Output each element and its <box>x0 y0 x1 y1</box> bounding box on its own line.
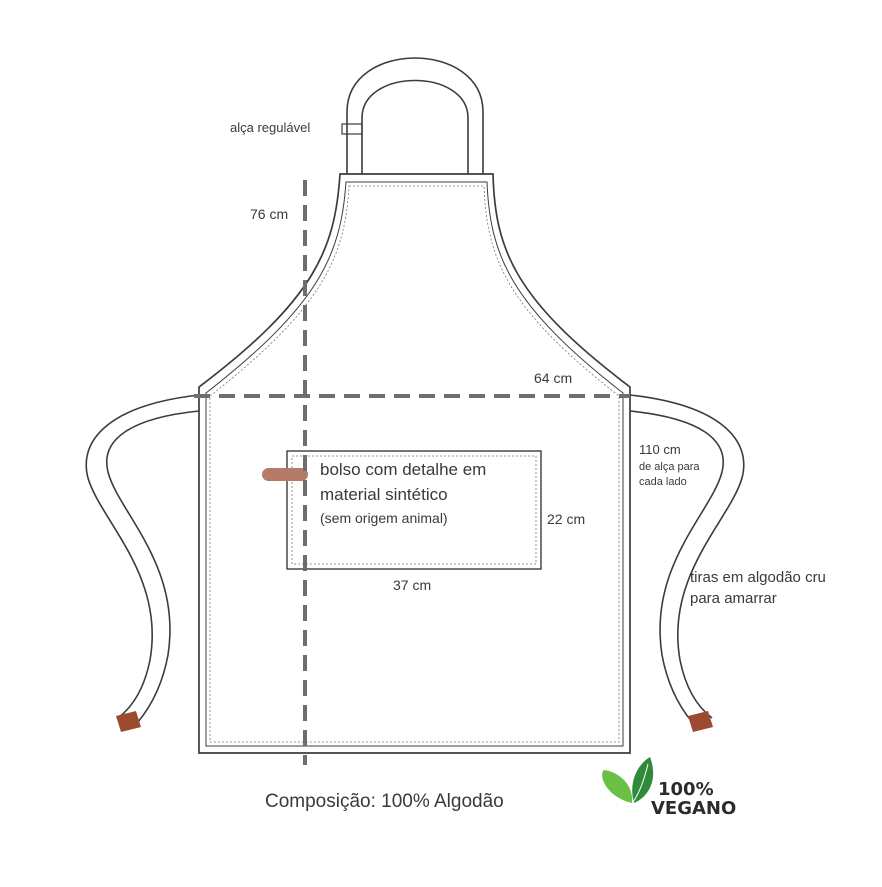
tie-note-line1: de alça para <box>639 461 700 473</box>
apron-hem-line <box>205 181 624 747</box>
pocket-leather-detail <box>262 468 308 481</box>
pocket-height-label: 22 cm <box>547 511 586 527</box>
pocket-stitching <box>291 455 537 565</box>
left-tie <box>85 394 200 723</box>
pocket-label-line2: material sintético <box>320 485 448 504</box>
vegan-badge-word: VEGANO <box>651 798 737 819</box>
right-tie-leather-tip <box>688 711 713 732</box>
tie-note-line2: cada lado <box>639 476 687 488</box>
composition-label: Composição: 100% Algodão <box>265 791 504 812</box>
left-tie-leather-tip <box>116 711 141 732</box>
vegan-badge-percent: 100% <box>658 779 714 800</box>
strap-label: alça regulável <box>230 120 311 135</box>
ties-label-line1: tiras em algodão cru <box>690 569 826 586</box>
leaf-icon <box>602 757 654 803</box>
pocket-label-line3: (sem origem animal) <box>320 510 448 526</box>
ties-label-line2: para amarrar <box>690 590 777 607</box>
pocket <box>286 450 542 570</box>
right-tie <box>629 394 745 723</box>
strap-buckle <box>341 123 363 135</box>
pocket-width-label: 37 cm <box>393 577 432 593</box>
width-label: 64 cm <box>534 370 573 386</box>
pocket-label-line1: bolso com detalhe em <box>320 460 487 479</box>
neck-strap <box>346 57 484 178</box>
tie-length-label: 110 cm <box>639 442 681 457</box>
height-label: 76 cm <box>250 206 289 222</box>
apron-stitching <box>209 185 620 743</box>
